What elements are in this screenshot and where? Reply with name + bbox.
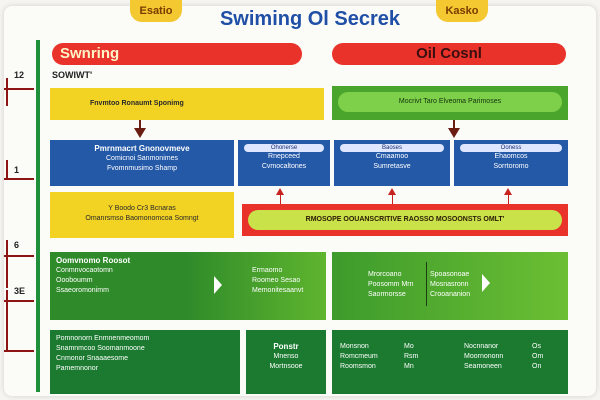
result-cell: Roomsmon: [340, 363, 376, 370]
process-line: Poosomm Mrn: [368, 281, 414, 288]
arrow-stem: [453, 120, 455, 130]
detail-line: Comicnoi Sanmonimes: [106, 155, 178, 162]
result-cell: Mn: [404, 363, 414, 370]
result-cell: Seamoneen: [464, 363, 502, 370]
result-cell: Monsnon: [340, 343, 369, 350]
axis-label: 3E: [14, 286, 26, 296]
result-cell: Om: [532, 353, 544, 360]
axis-tick: [4, 255, 34, 257]
process-line: Ssaeoromonimm: [56, 287, 109, 294]
axis-tick: [4, 350, 34, 352]
swimming-process-box: Oomvnomo Roosot Conmnvocaotomn Oooboumm …: [50, 252, 186, 320]
axis-label: 12: [14, 70, 25, 80]
arrow-stem: [392, 194, 393, 204]
swimming-results-box: Pomnonorn Enmnenmeomom Snamnmcoo Soomanm…: [50, 330, 240, 394]
oil-detail-box: Ooness Ehaomcos Sorrtoromo: [454, 140, 568, 186]
arrow-stem: [280, 194, 281, 204]
down-arrow-icon: [134, 128, 146, 138]
detail-line: Ehaomcos: [494, 153, 528, 160]
results-column: Nocnnanor Moornononn Seamoneen: [464, 342, 503, 372]
section-subheading: SOWIWT': [52, 70, 93, 80]
arrow-stem: [508, 194, 509, 204]
result-cell: Mo: [404, 343, 414, 350]
arrow-stem: [139, 120, 141, 130]
result-line: Snamnmcoo Soomanmoone: [56, 345, 145, 352]
detail-line: Cvmocaltones: [261, 163, 307, 170]
results-column: Mo Rsm Mn: [404, 342, 418, 372]
process-line: Roomeo Sesao: [252, 277, 301, 284]
page-title: Swiming Ol Secrek: [219, 8, 401, 30]
detail-line: Cmaamoo: [375, 153, 409, 160]
process-line: Spoasonoae: [430, 271, 470, 278]
axis-tick: [4, 300, 34, 302]
axis-label: 6: [14, 240, 20, 250]
swimming-header-bar: Swnring: [52, 43, 302, 65]
result-line: Cnmonor Snaaaesome: [56, 355, 128, 362]
swimming-detail-box: Pmrnmacrt Gnonovmeve Comicnoi Sanmonimes…: [50, 140, 234, 186]
oil-detail-box: Ohonerse Rnepceed Cvmocaltones: [238, 140, 330, 186]
axis-bracket: [6, 78, 8, 106]
oil-cost-header-bar: Oil Cosnl: [332, 43, 566, 65]
oil-summary-label: Mocrivt Taro Elveoma Parimoses: [338, 92, 562, 112]
detail-line: Sorrtoromo: [493, 163, 529, 170]
process-line: Oomvnomo Roosot: [56, 256, 131, 265]
oil-alert-box: RMOSOPE OOUANSCRITIVE RAOSSO MOSOONSTS O…: [242, 204, 568, 236]
process-line: Oooboumm: [56, 277, 93, 284]
result-cell: Rsm: [404, 353, 419, 360]
result-cell: On: [532, 363, 542, 370]
result-cell: Romcmeum: [340, 353, 378, 360]
result-cell: Moornononn: [464, 353, 504, 360]
axis-bracket: [6, 240, 8, 288]
result-cell: Nocnnanor: [464, 343, 499, 350]
result-line: Pamemnonor: [56, 365, 99, 372]
process-line: Mrorcoano: [368, 271, 402, 278]
axis-label: 1: [14, 165, 20, 175]
axis-bracket: [6, 160, 8, 180]
detail-pill: Baoses: [340, 144, 444, 152]
result-line: Ponstr: [273, 342, 299, 351]
process-line: Ermaomo: [252, 267, 283, 274]
swimming-summary-box: Fnvmtoo Ronaumt Sponimg: [50, 88, 324, 120]
up-arrow-icon: [276, 188, 284, 195]
note-line: Y Boodo Cr3 Bcnaras: [108, 205, 176, 212]
result-cell: Os: [532, 343, 541, 350]
detail-pill: Ohonerse: [244, 144, 324, 152]
detail-line: Pmrnmacrt Gnonovmeve: [94, 144, 190, 153]
vertical-timeline-axis: [36, 40, 40, 392]
divider: [426, 262, 427, 306]
process-line: Crooananion: [430, 291, 471, 298]
swimming-results-summary: Ponstr Mnenso Mortnsooe: [246, 330, 326, 394]
badge-right: Kasko: [436, 0, 488, 22]
detail-line: Sumretasve: [373, 163, 411, 170]
oil-detail-box: Baoses Cmaamoo Sumretasve: [334, 140, 450, 186]
result-line: Mortnsooe: [269, 363, 303, 370]
results-column: Os Om On: [532, 342, 543, 372]
process-line: Saormorsse: [368, 291, 406, 298]
play-arrow-icon: [214, 276, 222, 294]
result-line: Pomnonorn Enmnenmeomom: [56, 335, 150, 342]
axis-bracket: [6, 290, 8, 352]
detail-line: Rnepceed: [268, 153, 300, 160]
result-line: Mnenso: [273, 353, 299, 360]
oil-alert-label: RMOSOPE OOUANSCRITIVE RAOSSO MOSOONSTS O…: [248, 210, 562, 230]
oil-results-table: Monsnon Romcmeum Roomsmon Mo Rsm Mn Nocn…: [332, 330, 568, 394]
process-line: Mosnasronn: [430, 281, 469, 288]
oil-summary-box: Mocrivt Taro Elveoma Parimoses: [332, 86, 568, 120]
process-line: Memonitesaanvt: [252, 287, 304, 294]
swimming-process-detail: Ermaomo Roomeo Sesao Memonitesaanvt: [186, 252, 326, 320]
play-arrow-icon: [482, 274, 490, 292]
axis-tick: [4, 88, 34, 90]
swimming-note-box: Y Boodo Cr3 Bcnaras Omanrsmso Baomonomco…: [50, 192, 234, 238]
badge-left: Esatio: [130, 0, 182, 22]
results-column: Monsnon Romcmeum Roomsmon: [340, 342, 378, 372]
up-arrow-icon: [504, 188, 512, 195]
up-arrow-icon: [388, 188, 396, 195]
process-line: Conmnvocaotomn: [56, 267, 113, 274]
detail-line: Fvomnmusimo Shamp: [106, 165, 178, 172]
detail-pill: Ooness: [460, 144, 562, 152]
down-arrow-icon: [448, 128, 460, 138]
axis-tick: [4, 178, 34, 180]
note-line: Omanrsmso Baomonomcoa Somngt: [85, 215, 199, 222]
oil-process-box: Mrorcoano Poosomm Mrn Saormorsse Spoason…: [332, 252, 568, 320]
